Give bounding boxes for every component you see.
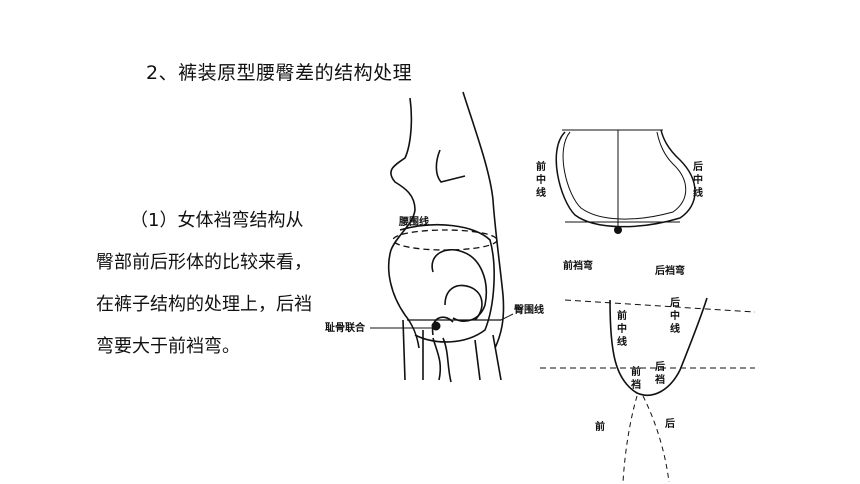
pt-back-crotch-label-1: 后: [655, 360, 665, 373]
cs-back-center-line-label-3: 线: [693, 186, 703, 199]
crotch-structure-figure: 腰围线 臀围线 耻骨联合 前 中 线 后 中 线 前裆弯 后裆弯 前 中 线 后…: [325, 91, 755, 483]
cs-front-center-line-label-2: 中: [536, 173, 546, 186]
waist-line-curve: [392, 229, 498, 251]
crotch-cross-section: [555, 129, 696, 228]
cs-front-crotch-curve-label: 前裆弯: [563, 259, 593, 272]
pubic-symphysis-dot: [431, 321, 441, 331]
cs-back-center-line-label-1: 后: [693, 160, 703, 173]
pt-back-center-line-label-3: 线: [670, 322, 680, 335]
description-paragraph: （1）女体裆弯结构从臀部前后形体的比较来看，在裤子结构的处理上，后裆弯要大于前裆…: [96, 210, 312, 357]
pt-front-label: 前: [595, 420, 605, 433]
slide-title: 2、裤装原型腰臀差的结构处理: [146, 62, 413, 84]
hip-line-label: 臀围线: [514, 303, 544, 316]
cross-section-center-dot: [614, 226, 622, 234]
pt-front-crotch-label-1: 前: [631, 365, 641, 378]
pt-front-center-line-label-3: 线: [617, 335, 627, 348]
cs-back-crotch-curve-label: 后裆弯: [655, 264, 685, 277]
cs-front-center-line-label-1: 前: [536, 160, 546, 173]
pt-back-center-line-label-2: 中: [670, 309, 680, 322]
hip-line-leader: [500, 313, 514, 321]
cs-front-center-line-label-3: 线: [536, 186, 546, 199]
waist-line-label: 腰围线: [398, 215, 429, 228]
pt-back-label: 后: [665, 417, 675, 430]
pt-back-crotch-label-2: 裆: [654, 373, 665, 386]
cs-back-center-line-label-2: 中: [693, 173, 703, 186]
crotch-pattern-drawing: [540, 297, 755, 483]
pt-front-crotch-label-2: 裆: [630, 378, 641, 391]
pt-back-center-line-label-1: 后: [670, 296, 680, 309]
pubic-symphysis-label: 耻骨联合: [325, 321, 366, 334]
body-profile-drawing: [387, 91, 505, 383]
description-text: （1）女体裆弯结构从臀部前后形体的比较来看，在裤子结构的处理上，后裆弯要大于前裆…: [96, 200, 321, 368]
pt-front-center-line-label-1: 前: [617, 309, 627, 322]
pt-front-center-line-label-2: 中: [617, 322, 627, 335]
